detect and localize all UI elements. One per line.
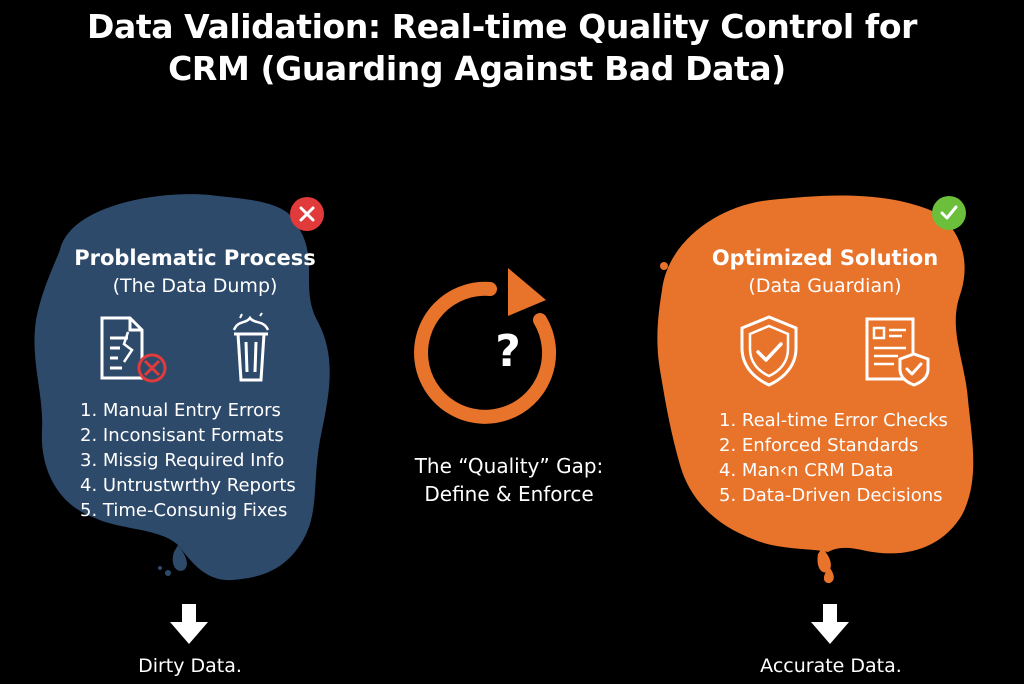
left-drip bbox=[172, 545, 187, 571]
problem-panel-subtitle: (The Data Dump) bbox=[112, 275, 278, 297]
page-title: Data Validation: Real-time Quality Contr… bbox=[0, 6, 1004, 90]
left-blob bbox=[34, 194, 330, 581]
dirty-data-label: Dirty Data. bbox=[138, 655, 242, 677]
problem-list: 1. Manual Entry Errors 2. Inconsisant Fo… bbox=[80, 398, 296, 523]
accurate-data-label: Accurate Data. bbox=[760, 655, 902, 677]
right-drip-drop bbox=[823, 568, 834, 584]
down-arrow-left-icon bbox=[170, 604, 208, 644]
list-item: 4. Untrustwrthy Reports bbox=[80, 475, 296, 496]
title-line-1: Data Validation: Real-time Quality Contr… bbox=[86, 7, 918, 46]
right-blob bbox=[657, 195, 974, 554]
success-badge-icon bbox=[932, 196, 966, 230]
solution-panel: Optimized Solution (Data Guardian) 1. Re… bbox=[705, 244, 948, 506]
trash-can-icon bbox=[232, 312, 270, 382]
title-line-2: CRM (Guarding Against Bad Data) bbox=[168, 49, 786, 88]
broken-document-icon bbox=[100, 316, 167, 383]
list-item: 1. Manual Entry Errors bbox=[80, 400, 281, 421]
problem-panel-title: Problematic Process bbox=[74, 246, 316, 270]
cycle-arrow-icon bbox=[414, 268, 557, 424]
left-drip-dot bbox=[158, 566, 162, 570]
list-item: 2. Inconsisant Formats bbox=[80, 425, 284, 446]
list-item: 4. Man‹n CRM Data bbox=[719, 460, 894, 481]
solution-list: 1. Real-time Error Checks 2. Enforced St… bbox=[719, 408, 948, 508]
question-mark-icon: ? bbox=[495, 326, 521, 377]
list-item: 2. Enforced Standards bbox=[719, 435, 919, 456]
solution-panel-subtitle: (Data Guardian) bbox=[748, 275, 902, 297]
quality-gap-label: The “Quality” Gap: Define & Enforce bbox=[392, 452, 626, 508]
problem-panel: Problematic Process (The Data Dump) 1. M… bbox=[70, 244, 320, 521]
quality-gap-line-2: Define & Enforce bbox=[424, 482, 594, 506]
list-item: 5. Data-Driven Decisions bbox=[719, 485, 943, 506]
right-drip-dot bbox=[660, 262, 668, 270]
list-item: 5. Time-Consunig Fixes bbox=[80, 500, 288, 521]
right-drip bbox=[817, 548, 831, 573]
list-item: 3. Missig Required Info bbox=[80, 450, 285, 471]
solution-panel-title: Optimized Solution bbox=[711, 246, 939, 270]
shield-check-icon bbox=[740, 315, 798, 387]
error-badge-icon bbox=[290, 197, 324, 231]
list-item: 1. Real-time Error Checks bbox=[719, 410, 948, 431]
quality-gap-line-1: The “Quality” Gap: bbox=[414, 454, 604, 478]
down-arrow-right-icon bbox=[811, 604, 849, 644]
left-drip-dot bbox=[165, 570, 171, 576]
verified-document-icon bbox=[865, 317, 930, 387]
